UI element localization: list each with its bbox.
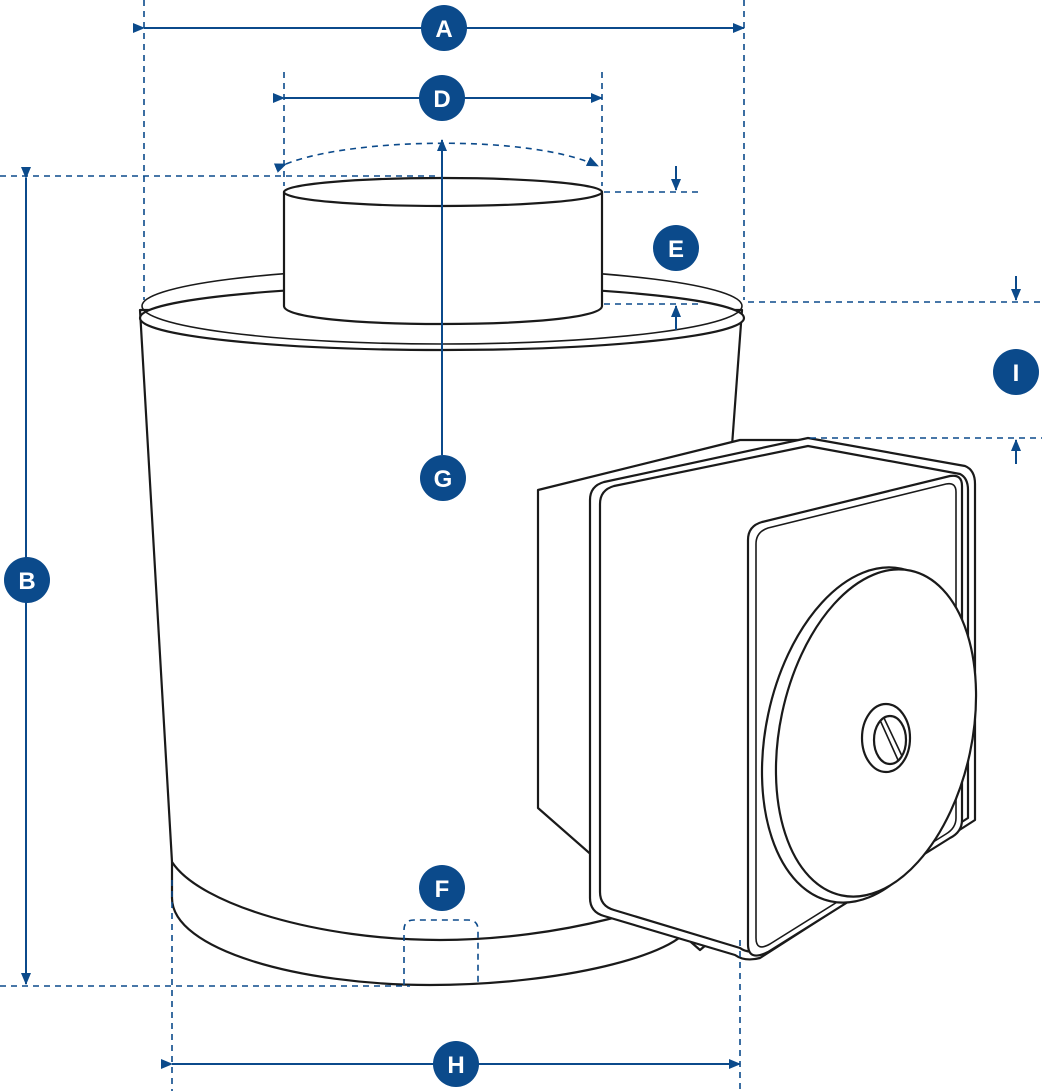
badge-a: A <box>421 5 467 51</box>
connector-front-plate-inner <box>755 482 957 948</box>
badge-i: I <box>993 349 1039 395</box>
badge-g-label: G <box>434 466 453 493</box>
badge-e-label: E <box>668 236 684 263</box>
badge-b: B <box>4 557 50 603</box>
badge-f-label: F <box>435 876 450 903</box>
cable-gland-inner <box>872 714 908 766</box>
badge-i-label: I <box>1013 360 1020 387</box>
bottom-notch <box>403 919 479 985</box>
cable-gland-slot <box>879 717 903 761</box>
dimension-badges: A D E G B I F H <box>4 5 1039 1087</box>
badge-a-label: A <box>435 16 452 43</box>
load-cell-drawing <box>138 176 978 987</box>
badge-f: F <box>419 865 465 911</box>
badge-g: G <box>420 455 466 501</box>
badge-e: E <box>653 225 699 271</box>
badge-d-label: D <box>433 86 450 113</box>
badge-h: H <box>433 1041 479 1087</box>
badge-b-label: B <box>18 568 35 595</box>
badge-d: D <box>419 75 465 121</box>
badge-h-label: H <box>447 1052 464 1079</box>
